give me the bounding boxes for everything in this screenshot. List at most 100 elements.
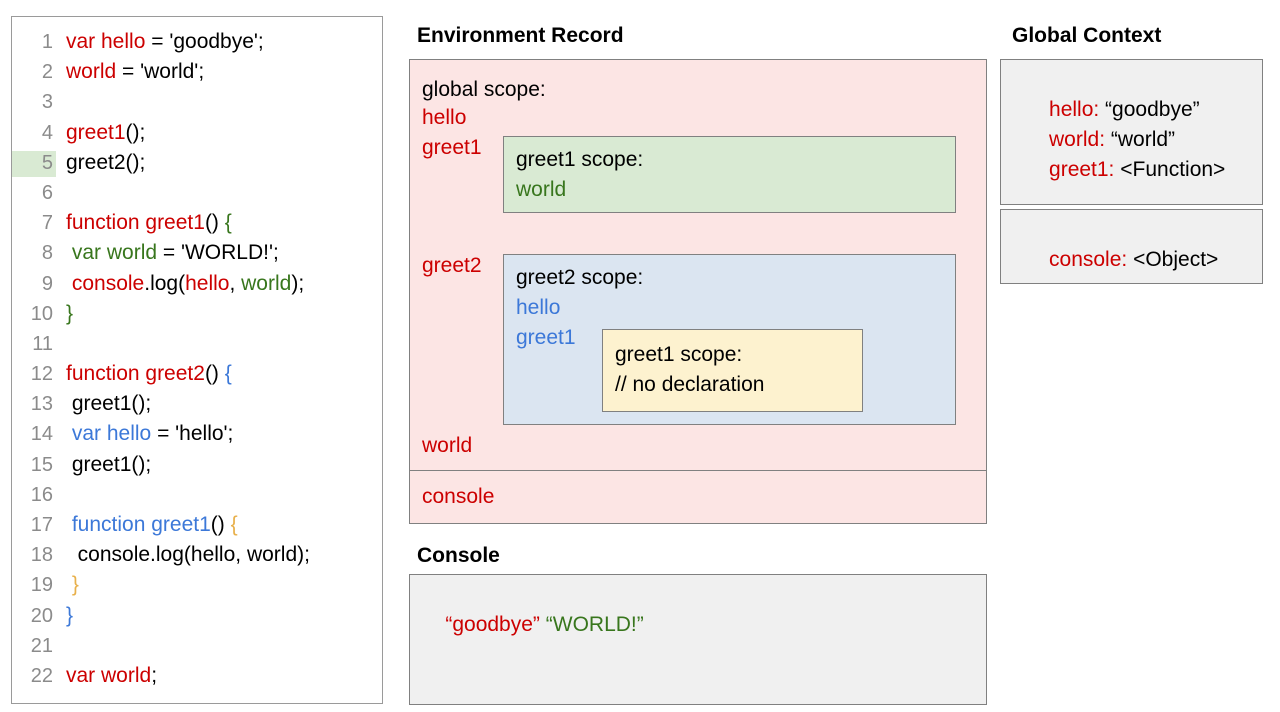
console-panel[interactable]: “goodbye” “WORLD!” bbox=[409, 574, 987, 705]
code-line-number: 1 bbox=[41, 31, 53, 53]
global-var-hello: hello bbox=[422, 106, 467, 129]
code-line[interactable]: 11 bbox=[12, 332, 382, 362]
code-line[interactable]: 6 bbox=[12, 181, 382, 211]
code-line-text: var hello = 'hello'; bbox=[56, 422, 234, 446]
code-token: = 'goodbye'; bbox=[145, 30, 264, 53]
greet2-scope-var-hello: hello bbox=[516, 296, 561, 319]
code-line[interactable]: 9 console.log(hello, world); bbox=[12, 272, 382, 302]
code-line-number: 4 bbox=[41, 121, 53, 144]
greet2-scope-box: greet2 scope: hello greet1 greet1 scope:… bbox=[503, 254, 956, 425]
greet1-inner-scope-note: // no declaration bbox=[615, 373, 765, 396]
code-line-text: var world; bbox=[56, 664, 157, 688]
code-line[interactable]: 17 function greet1() { bbox=[12, 513, 382, 543]
code-token: ; bbox=[151, 663, 158, 687]
code-line-number: 7 bbox=[41, 212, 53, 235]
code-token: () bbox=[204, 211, 225, 235]
code-line[interactable]: 13 greet1(); bbox=[12, 392, 382, 422]
code-line-text: var hello = 'goodbye'; bbox=[56, 30, 264, 54]
global-context-title: Global Context bbox=[1012, 24, 1162, 47]
code-line-number: 15 bbox=[30, 453, 53, 476]
greet2-scope-var-greet1: greet1 bbox=[516, 326, 576, 349]
code-token: world bbox=[241, 271, 292, 295]
global-context-key-greet1: greet1: bbox=[1049, 158, 1115, 181]
console-output-line: “goodbye” “WORLD!” bbox=[422, 589, 643, 661]
code-token: console.log(hello, world); bbox=[66, 543, 310, 567]
code-line[interactable]: 21 bbox=[12, 634, 382, 664]
code-line[interactable]: 15 greet1(); bbox=[12, 453, 382, 483]
code-line-text: function greet1() { bbox=[56, 513, 238, 537]
code-line[interactable]: 18 console.log(hello, world); bbox=[12, 543, 382, 573]
code-token: = 'hello'; bbox=[151, 422, 234, 446]
code-line-text: console.log(hello, world); bbox=[56, 543, 310, 567]
global-context-key-world: world: bbox=[1049, 128, 1106, 151]
global-context-object-box: console: <Object> bbox=[1000, 209, 1263, 284]
code-token: greet1 bbox=[66, 120, 126, 144]
global-scope-label: global scope: bbox=[422, 78, 546, 101]
code-token: var world bbox=[71, 241, 158, 265]
environment-record-title: Environment Record bbox=[417, 24, 624, 47]
code-line-number: 12 bbox=[30, 363, 53, 386]
code-token: .log( bbox=[144, 271, 186, 295]
global-context-variables-box: hello: “goodbye” world: “world” greet1: … bbox=[1000, 59, 1263, 205]
code-line[interactable]: 16 bbox=[12, 483, 382, 513]
code-token: } bbox=[66, 301, 74, 325]
code-token: var world bbox=[66, 663, 152, 687]
code-line-text: console.log(hello, world); bbox=[56, 272, 304, 296]
code-token: function greet1 bbox=[66, 211, 205, 235]
code-line-text: function greet2() { bbox=[56, 362, 232, 386]
code-token: function greet2 bbox=[66, 362, 205, 386]
code-line[interactable]: 10} bbox=[12, 302, 382, 332]
code-token: () bbox=[210, 513, 231, 536]
code-token: var hello bbox=[66, 30, 146, 53]
code-line-number: 13 bbox=[30, 393, 53, 416]
code-line-number: 8 bbox=[41, 242, 53, 265]
code-token: { bbox=[230, 513, 238, 536]
code-line[interactable]: 5 greet2(); bbox=[12, 150, 382, 181]
code-token: = 'world'; bbox=[116, 60, 205, 84]
code-line-number: 20 bbox=[30, 604, 53, 627]
code-token: greet1(); bbox=[66, 452, 152, 476]
code-token: greet2(); bbox=[66, 150, 146, 174]
global-var-world: world bbox=[422, 434, 473, 457]
code-line[interactable]: 8 var world = 'WORLD!'; bbox=[12, 241, 382, 271]
code-line-number: 21 bbox=[30, 634, 53, 657]
code-token: { bbox=[224, 211, 232, 235]
code-token: (); bbox=[125, 120, 146, 144]
greet1-scope-label: greet1 scope: bbox=[516, 148, 644, 171]
code-line[interactable]: 4 greet1(); bbox=[12, 121, 382, 151]
greet1-inner-scope-label: greet1 scope: bbox=[615, 343, 743, 366]
code-line-number: 2 bbox=[41, 61, 53, 84]
code-line-text: } bbox=[56, 604, 73, 628]
code-line-number: 9 bbox=[41, 272, 53, 295]
code-token: () bbox=[204, 362, 225, 386]
global-context-key-console: console: bbox=[1049, 248, 1128, 271]
code-line-text: greet1(); bbox=[56, 453, 151, 477]
console-output-0: “goodbye” bbox=[445, 613, 540, 636]
code-line-number: 19 bbox=[30, 574, 53, 597]
code-token: var hello bbox=[71, 422, 152, 446]
code-line[interactable]: 14 var hello = 'hello'; bbox=[12, 422, 382, 452]
code-line[interactable]: 7 function greet1() { bbox=[12, 211, 382, 241]
code-line-number: 5 bbox=[12, 150, 56, 177]
environment-record-global-section: global scope: hello greet1 greet2 world … bbox=[410, 60, 986, 471]
code-line-text: var world = 'WORLD!'; bbox=[56, 241, 279, 265]
code-token: } bbox=[71, 573, 79, 597]
global-context-panel: hello: “goodbye” world: “world” greet1: … bbox=[1000, 59, 1263, 284]
environment-record-console-section: console bbox=[410, 471, 986, 523]
code-line[interactable]: 19 } bbox=[12, 573, 382, 603]
code-token: { bbox=[224, 362, 232, 386]
code-token: } bbox=[66, 603, 74, 627]
code-line[interactable]: 20} bbox=[12, 604, 382, 634]
global-var-greet2: greet2 bbox=[422, 254, 482, 277]
code-line[interactable]: 3 bbox=[12, 90, 382, 120]
code-line-text: } bbox=[56, 302, 73, 326]
global-var-console: console bbox=[422, 485, 495, 508]
code-line-number: 11 bbox=[32, 332, 53, 355]
code-token: hello bbox=[185, 271, 230, 295]
